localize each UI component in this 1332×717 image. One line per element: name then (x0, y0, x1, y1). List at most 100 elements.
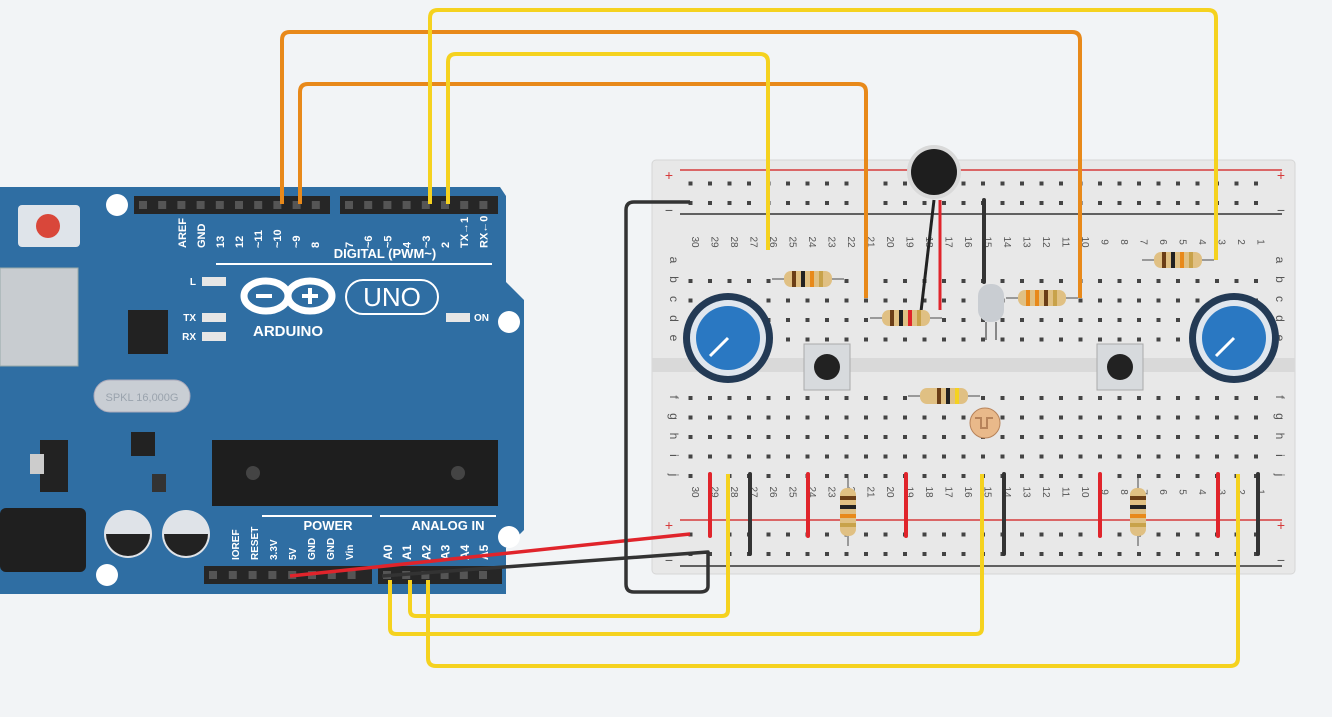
header-hole[interactable] (177, 201, 186, 209)
column-number: 18 (923, 486, 934, 498)
header-hole[interactable] (327, 571, 336, 579)
column-number: 24 (806, 486, 817, 498)
header-hole[interactable] (273, 201, 282, 209)
digital-header-label: DIGITAL (PWM~) (334, 246, 436, 261)
column-number: 6 (1157, 489, 1168, 495)
usb-port (0, 268, 78, 366)
header-hole[interactable] (479, 571, 487, 579)
column-number: 19 (904, 486, 915, 498)
column-number: 23 (826, 236, 837, 248)
digital-pin-label: 4 (402, 241, 414, 248)
left-pushbutton[interactable] (803, 343, 851, 391)
resistor (840, 478, 856, 546)
header-hole[interactable] (268, 571, 277, 579)
wire-red-5v[interactable] (289, 532, 691, 578)
photoresistor (969, 407, 1001, 439)
column-number: 12 (1040, 236, 1051, 248)
wire-yellow-a0[interactable] (388, 474, 984, 636)
right-potentiometer[interactable] (1189, 293, 1279, 383)
header-hole[interactable] (196, 201, 205, 209)
digital-pin-label: 8 (310, 242, 322, 248)
wire-yellow-a1[interactable] (408, 474, 730, 618)
header-hole[interactable] (139, 201, 147, 209)
digital-pin-label: ~10 (272, 229, 284, 248)
header-hole[interactable] (248, 571, 257, 579)
column-number: 17 (943, 236, 954, 248)
column-number: 10 (1079, 236, 1090, 248)
header-hole[interactable] (228, 571, 237, 579)
rail-plus-label: + (1277, 517, 1285, 533)
header-hole[interactable] (440, 571, 449, 579)
left-potentiometer[interactable] (683, 293, 773, 383)
header-hole[interactable] (460, 201, 469, 209)
power-pin-label: Vin (345, 545, 356, 560)
resistor (1130, 478, 1146, 546)
digital-pin-label: ~11 (253, 230, 265, 248)
wire-black-gnd[interactable] (381, 200, 710, 594)
rail-minus-label: − (1277, 202, 1285, 218)
row-label: d (1273, 315, 1287, 322)
column-number: 4 (1196, 239, 1207, 245)
column-number: 13 (1021, 486, 1032, 498)
header-hole[interactable] (402, 201, 411, 209)
header-hole[interactable] (383, 201, 392, 209)
header-hole[interactable] (421, 201, 430, 209)
column-number: 14 (1001, 486, 1012, 498)
column-number: 26 (767, 236, 778, 248)
header-hole[interactable] (421, 571, 430, 579)
arduino-logo-icon (240, 277, 336, 315)
analog-pin-label: A2 (419, 544, 433, 560)
rail-plus-label: + (665, 517, 673, 533)
column-number: 14 (1001, 236, 1012, 248)
column-number: 21 (865, 486, 876, 498)
breadboard-labels: ++++−−−−30302929282827272626252524242323… (665, 167, 1287, 568)
digital-pin-label: ~6 (363, 235, 375, 248)
column-number: 26 (767, 486, 778, 498)
header-hole[interactable] (364, 201, 373, 209)
row-label: c (1273, 296, 1287, 302)
column-number: 2 (1235, 489, 1246, 495)
row-label: a (667, 257, 681, 264)
digital-pin-label: GND (196, 224, 208, 249)
led-l-label: L (190, 277, 196, 288)
power-pin-label: 3.3V (269, 539, 280, 560)
row-label: f (667, 395, 681, 399)
digital-pin-label: ~3 (421, 235, 433, 248)
header-hole[interactable] (311, 201, 320, 209)
header-hole[interactable] (215, 201, 224, 209)
wire-orange-pin9[interactable] (298, 82, 868, 298)
microphone (907, 145, 961, 321)
led (978, 284, 1004, 340)
analog-pin-label: A1 (400, 544, 414, 560)
header-hole[interactable] (235, 201, 243, 209)
row-label: c (667, 296, 681, 302)
row-label: i (667, 454, 681, 457)
header-hole[interactable] (254, 201, 263, 209)
digital-pin-label: 2 (440, 242, 452, 248)
column-number: 28 (728, 236, 739, 248)
rail-minus-label: − (665, 552, 673, 568)
wire-orange-pin10[interactable] (280, 30, 1082, 298)
header-hole[interactable] (292, 201, 301, 209)
wire-yellow-pin3[interactable] (428, 8, 1218, 260)
power-pin-label: IOREF (231, 529, 242, 560)
header-hole[interactable] (347, 571, 356, 579)
arduino-model: UNO (363, 282, 421, 312)
wire-yellow-a2[interactable] (426, 474, 1240, 668)
header-hole[interactable] (345, 201, 353, 209)
header-hole[interactable] (479, 201, 488, 209)
header-hole[interactable] (209, 571, 217, 579)
digital-pin-label: 12 (234, 236, 246, 248)
header-hole[interactable] (158, 201, 167, 209)
power-pin-label: GND (326, 538, 337, 560)
right-pushbutton[interactable] (1096, 343, 1144, 391)
wire-yellow-pin2[interactable] (446, 52, 770, 250)
column-number: 1 (1255, 239, 1266, 245)
column-number: 8 (1118, 239, 1129, 245)
column-number: 21 (865, 236, 876, 248)
rail-minus-label: − (665, 202, 673, 218)
header-hole[interactable] (441, 201, 449, 209)
header-hole[interactable] (459, 571, 468, 579)
